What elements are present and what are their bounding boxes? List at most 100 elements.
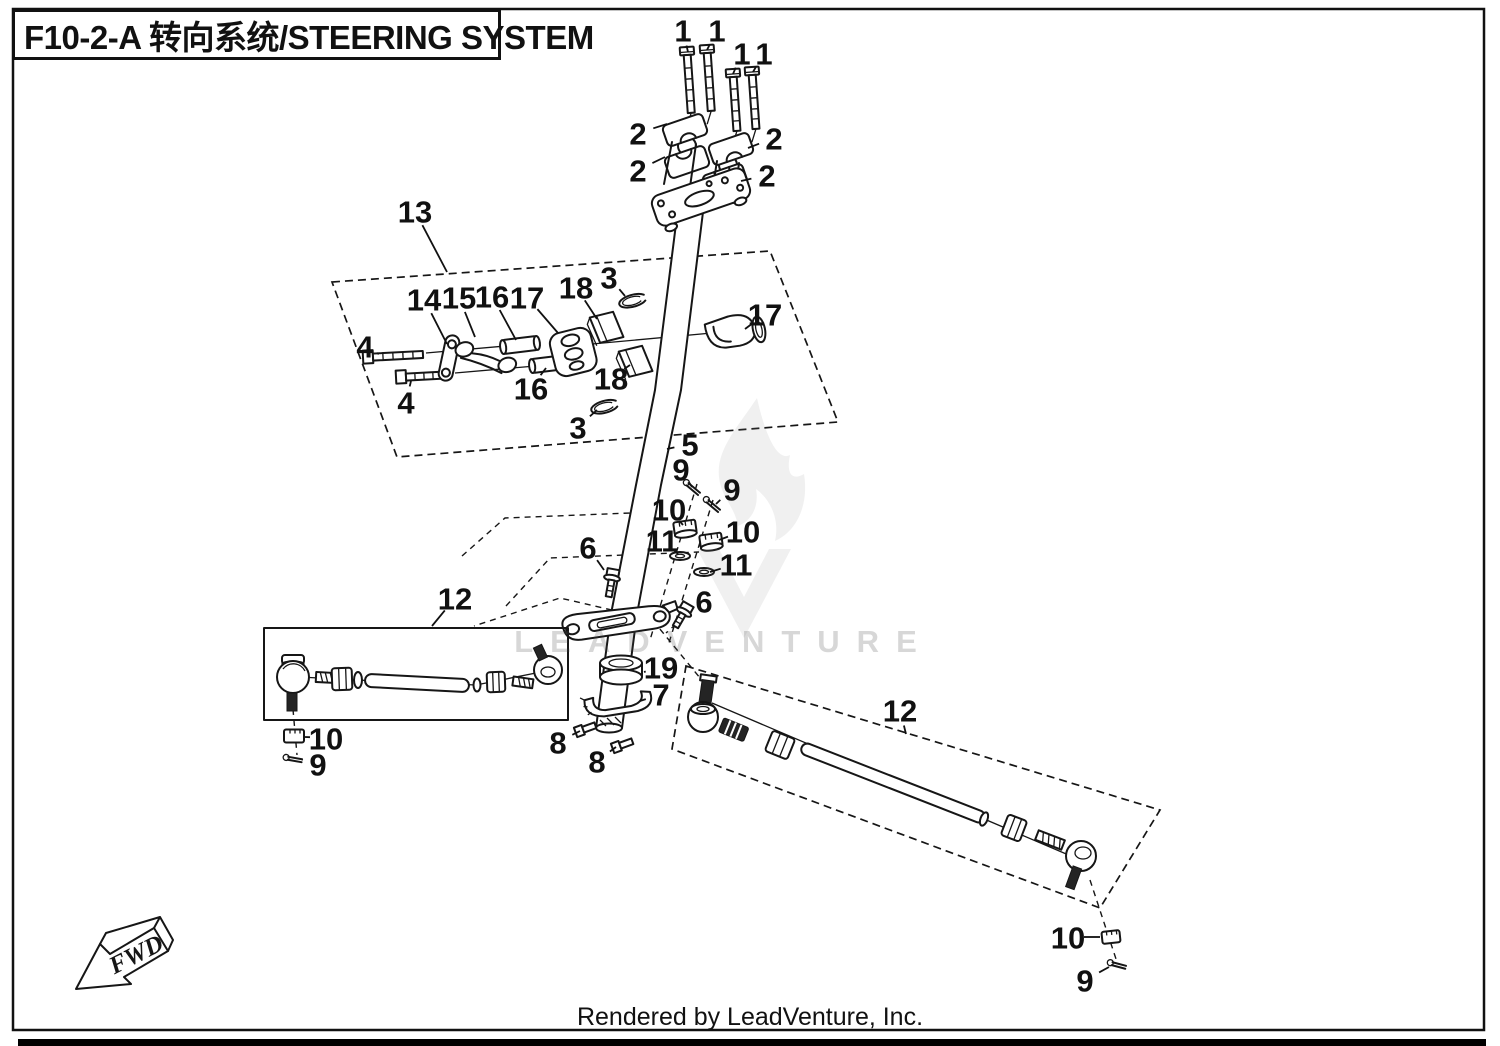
callout-number: 14 xyxy=(407,282,442,317)
part-callout-5[interactable]: 5 xyxy=(666,427,699,462)
rubber-pad-18a xyxy=(586,310,625,346)
part-callout-2[interactable]: 2 xyxy=(629,153,666,188)
castle-nut-10-right xyxy=(1100,929,1122,945)
callout-leader-line xyxy=(376,352,380,355)
tie-rod-left-ring-a xyxy=(353,671,363,689)
tie-rod-right-boot xyxy=(718,717,749,742)
part-callout-19[interactable]: 19 xyxy=(643,650,678,685)
part-callout-14[interactable]: 14 xyxy=(407,282,448,345)
part-callout-10[interactable]: 10 xyxy=(652,492,686,527)
bottom-bar xyxy=(18,1039,1486,1046)
part-callout-10[interactable]: 10 xyxy=(304,721,343,756)
part-callout-6[interactable]: 6 xyxy=(690,584,713,619)
arm-bolt-6-left xyxy=(603,567,621,599)
callout-number: 3 xyxy=(569,410,586,445)
column-holder-17-left xyxy=(548,326,598,378)
tie-rod-left-tube xyxy=(364,673,470,693)
tie-rod-end-top xyxy=(687,673,719,733)
part-callout-2[interactable]: 2 xyxy=(629,116,668,151)
handlebar-mount-plate xyxy=(650,167,752,233)
part-callout-2[interactable]: 2 xyxy=(747,121,783,156)
part-callout-17[interactable]: 17 xyxy=(510,280,559,334)
part-callout-8[interactable]: 8 xyxy=(588,744,617,779)
part-callout-12[interactable]: 12 xyxy=(431,581,472,627)
callout-leader-line xyxy=(747,142,760,149)
part-callout-7[interactable]: 7 xyxy=(639,677,670,712)
part-callout-1[interactable]: 1 xyxy=(674,13,692,53)
part-callout-18[interactable]: 18 xyxy=(559,270,598,320)
callout-number: 1 xyxy=(755,36,772,71)
callout-leader-line xyxy=(643,670,646,673)
callout-leader-line xyxy=(464,311,476,338)
callout-number: 9 xyxy=(672,452,689,487)
part-callout-1[interactable]: 1 xyxy=(732,36,751,75)
cotter-pin-9-left xyxy=(282,753,304,764)
part-callout-6[interactable]: 6 xyxy=(579,530,605,571)
callout-number: 2 xyxy=(629,153,646,188)
handlebar-clamp-2c xyxy=(707,132,755,166)
callout-leader-line xyxy=(589,409,598,417)
steering-arm-assembly xyxy=(561,478,724,755)
part-callout-16[interactable]: 16 xyxy=(475,279,517,341)
column-holder-group-box xyxy=(330,250,840,458)
tie-rod-left-ring-b xyxy=(472,677,482,693)
part-callout-3[interactable]: 3 xyxy=(569,409,598,445)
tie-rod-left-box xyxy=(263,627,569,721)
castle-nut-10-left xyxy=(283,728,305,744)
castle-nut-10b xyxy=(698,531,724,552)
part-callout-11[interactable]: 11 xyxy=(646,523,679,558)
part-callout-18[interactable]: 18 xyxy=(594,361,631,396)
callout-leader-line xyxy=(673,549,679,555)
column-holder-17-right xyxy=(703,314,767,349)
cotter-pin-9-right xyxy=(1106,959,1128,970)
tie-rod-right-thread xyxy=(1034,829,1066,851)
bolt-4b xyxy=(394,369,452,385)
callout-leader-line xyxy=(678,520,684,526)
part-callout-1[interactable]: 1 xyxy=(706,13,726,51)
steering-arm xyxy=(561,600,679,641)
callout-leader-line xyxy=(498,309,517,341)
callout-number: 2 xyxy=(765,121,782,156)
part-callout-3[interactable]: 3 xyxy=(600,260,626,297)
part-callout-2[interactable]: 2 xyxy=(740,158,776,193)
callout-number: 10 xyxy=(726,514,760,549)
part-callout-1[interactable]: 1 xyxy=(752,36,773,73)
washer-11b xyxy=(693,567,715,577)
callout-leader-line xyxy=(903,725,907,735)
part-callout-10[interactable]: 10 xyxy=(1051,920,1100,955)
watermark: LEADVENTURE xyxy=(514,398,917,659)
part-callout-4[interactable]: 4 xyxy=(356,329,380,364)
callout-number: 18 xyxy=(559,270,593,305)
part-callout-17[interactable]: 17 xyxy=(744,297,782,332)
callout-number: 2 xyxy=(758,158,775,193)
callout-number: 15 xyxy=(442,280,476,315)
part-callout-8[interactable]: 8 xyxy=(549,725,581,760)
callout-leader-line xyxy=(709,567,721,573)
watermark-flame-icon xyxy=(718,398,806,541)
callout-number: 16 xyxy=(475,279,509,314)
part-callout-9[interactable]: 9 xyxy=(672,452,693,488)
part-callout-4[interactable]: 4 xyxy=(397,380,415,420)
snap-ring-3a xyxy=(618,292,647,309)
callout-number: 8 xyxy=(588,744,605,779)
callout-leader-line xyxy=(652,156,666,164)
part-callout-12[interactable]: 12 xyxy=(883,693,917,735)
tie-rod-end-bottom xyxy=(1064,840,1097,891)
handlebar-bolt-1c xyxy=(724,67,742,145)
part-callout-16[interactable]: 16 xyxy=(514,367,548,406)
part-callout-15[interactable]: 15 xyxy=(442,280,476,338)
part-callout-11[interactable]: 11 xyxy=(709,547,752,582)
part-callout-9[interactable]: 9 xyxy=(301,747,327,782)
cotter-pin-9b xyxy=(702,495,722,514)
link-plate-14 xyxy=(437,334,461,382)
part-callout-13[interactable]: 13 xyxy=(398,194,448,273)
callout-number: 9 xyxy=(723,472,740,507)
part-callout-9[interactable]: 9 xyxy=(715,472,741,507)
column-bushing-19 xyxy=(599,654,643,686)
callout-leader-line xyxy=(618,288,626,297)
part-callout-9[interactable]: 9 xyxy=(1076,963,1110,998)
part-callout-10[interactable]: 10 xyxy=(718,514,760,549)
callout-number: 3 xyxy=(600,260,617,295)
tie-rod-right-assembly xyxy=(671,664,1162,970)
